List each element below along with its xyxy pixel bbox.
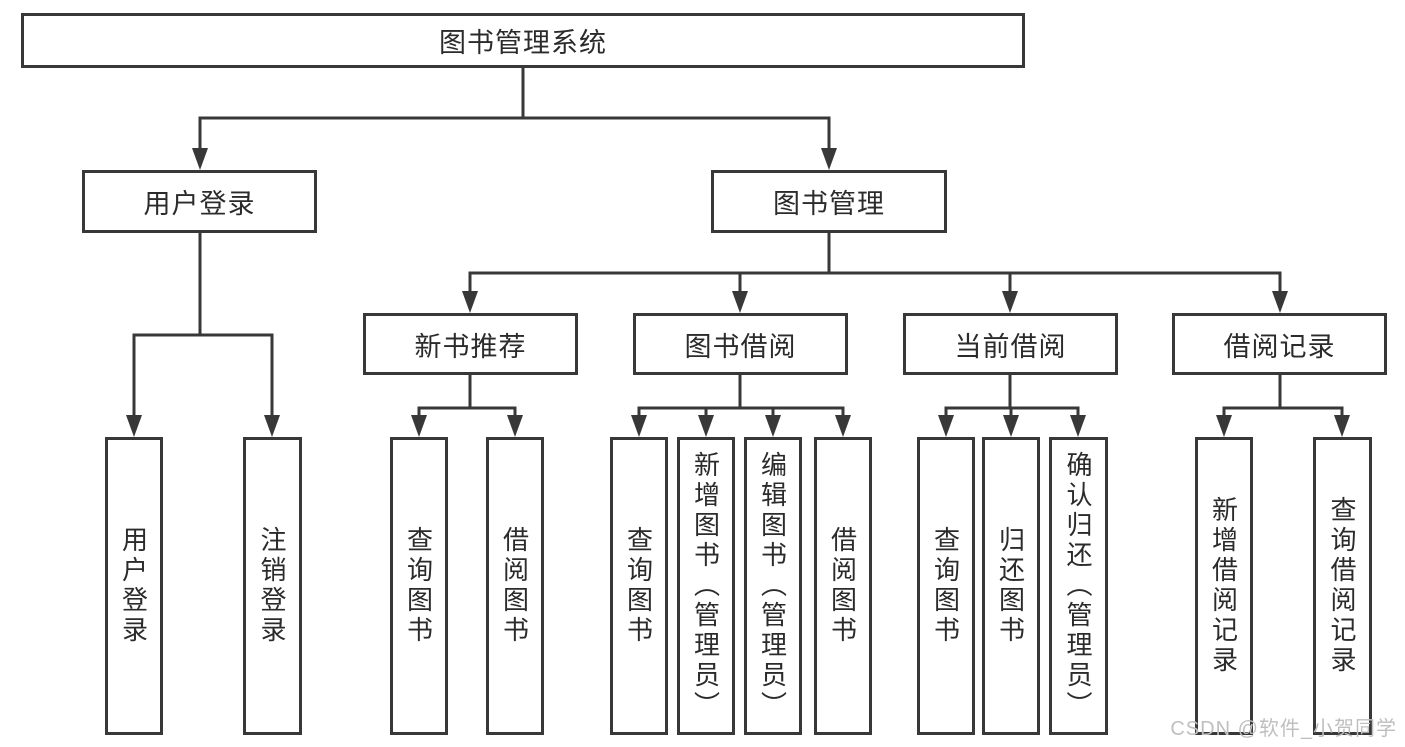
leaf-newrec-query-books: 查询图书: [390, 437, 448, 735]
leaf-current-confirm-return-admin: 确认归还（管理员）: [1049, 437, 1108, 735]
leaf-user-login: 用户登录: [105, 437, 163, 735]
leaf-current-return-books: 归还图书: [982, 437, 1040, 735]
leaf-current-query-books: 查询图书: [917, 437, 975, 735]
node-user-login: 用户登录: [82, 170, 317, 233]
node-book-management: 图书管理: [711, 170, 947, 233]
leaf-newrec-borrow-books: 借阅图书: [486, 437, 544, 735]
node-book-borrowing: 图书借阅: [633, 313, 848, 375]
leaf-user-login-label: 用户登录: [118, 526, 149, 646]
leaf-borrow-add-books-admin-label: 新增图书（管理员）: [690, 451, 721, 721]
leaf-borrow-borrow-books-label: 借阅图书: [827, 526, 858, 646]
leaf-records-query-borrow-record-label: 查询借阅记录: [1327, 496, 1357, 676]
leaf-records-add-borrow-record: 新增借阅记录: [1195, 437, 1253, 735]
arrowheads: [126, 148, 1350, 437]
node-root: 图书管理系统: [21, 13, 1025, 68]
leaf-borrow-borrow-books: 借阅图书: [814, 437, 872, 735]
leaf-logout-login-label: 注销登录: [257, 526, 287, 646]
leaf-records-query-borrow-record: 查询借阅记录: [1313, 437, 1372, 735]
leaf-current-return-books-label: 归还图书: [995, 526, 1026, 646]
node-borrowing-records: 借阅记录: [1172, 313, 1387, 375]
node-new-book-recommendation: 新书推荐: [363, 313, 578, 375]
leaf-borrow-query-books-label: 查询图书: [623, 526, 654, 646]
leaf-newrec-query-books-label: 查询图书: [403, 526, 434, 646]
node-current-borrowing: 当前借阅: [903, 313, 1118, 375]
leaf-borrow-add-books-admin: 新增图书（管理员）: [677, 437, 735, 735]
leaf-borrow-edit-books-admin-label: 编辑图书（管理员）: [757, 451, 788, 721]
leaf-borrow-edit-books-admin: 编辑图书（管理员）: [744, 437, 802, 735]
leaf-newrec-borrow-books-label: 借阅图书: [499, 526, 530, 646]
leaf-borrow-query-books: 查询图书: [610, 437, 668, 735]
leaf-current-query-books-label: 查询图书: [930, 526, 961, 646]
leaf-logout-login: 注销登录: [243, 437, 302, 735]
leaf-current-confirm-return-admin-label: 确认归还（管理员）: [1063, 451, 1093, 721]
csdn-watermark: CSDN @软件_小贺同学: [1170, 718, 1397, 740]
leaf-records-add-borrow-record-label: 新增借阅记录: [1208, 496, 1239, 676]
